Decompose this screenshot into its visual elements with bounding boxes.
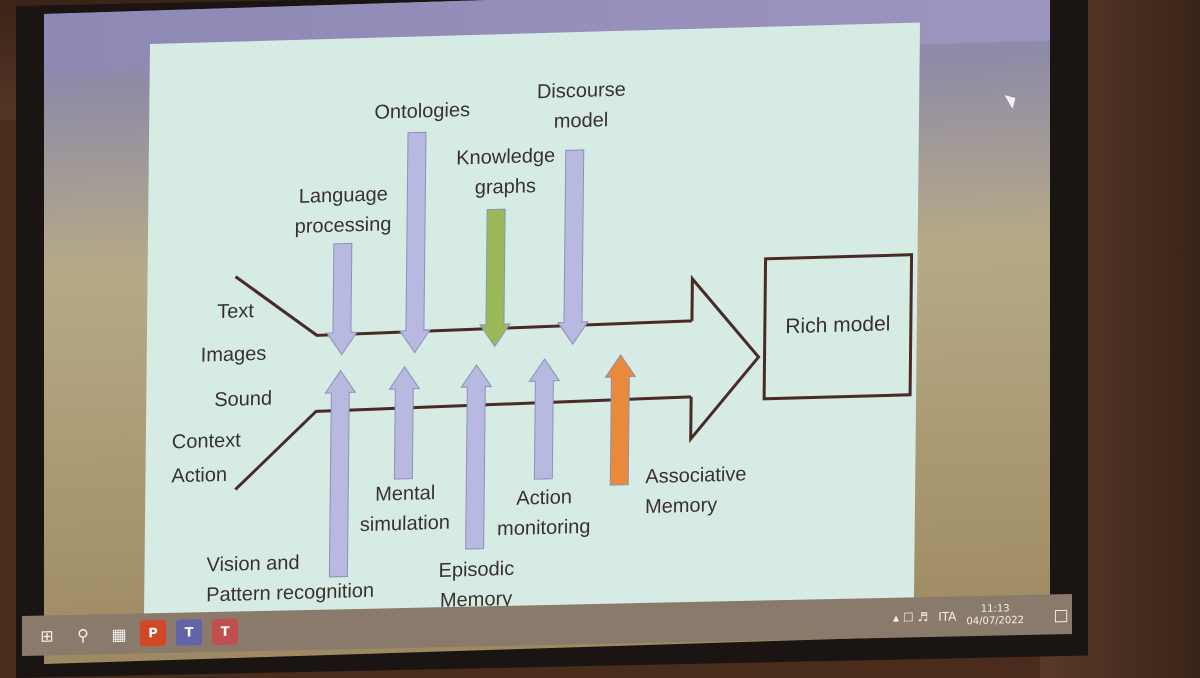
output-label: Rich model (785, 312, 891, 339)
arrow-episodic-memory (460, 363, 493, 550)
input-label-text: Text (217, 300, 254, 324)
input-label-context: Context (171, 429, 241, 454)
arrow-ontologies (398, 131, 431, 354)
top-arrows (325, 131, 589, 356)
main-arrow-head (689, 274, 761, 444)
clock[interactable]: 11:13 04/07/2022 (966, 603, 1024, 628)
search-icon[interactable]: ⚲ (77, 625, 89, 645)
input-label-images: Images (200, 342, 267, 367)
rich-model-box (762, 253, 914, 401)
teams-app-icon[interactable]: T (176, 619, 202, 646)
diagram-svg (234, 131, 914, 578)
arrow-language-processing (325, 242, 358, 356)
task-view-icon[interactable]: ▦ (111, 624, 127, 644)
bottom-arrows (324, 353, 637, 578)
arrow-associative-memory (604, 353, 637, 486)
arrow-mental-simulation (388, 366, 421, 480)
label-ontologies: Ontologies (374, 99, 471, 124)
slide: Text Images Sound Context Action Languag… (143, 22, 921, 623)
system-tray-icons[interactable]: ▴ ☐ ♬ (893, 610, 929, 625)
arrow-discourse-model (557, 149, 589, 346)
windows-start-icon[interactable]: ⊞ (40, 625, 54, 646)
arrow-vision-pattern (324, 369, 357, 578)
clock-date: 04/07/2022 (966, 615, 1024, 628)
pinned-app-icon[interactable]: T (212, 618, 238, 646)
powerpoint-app-icon[interactable]: P (140, 619, 166, 647)
language-indicator[interactable]: ITA (938, 609, 957, 624)
input-label-sound: Sound (214, 387, 273, 412)
input-label-action: Action (171, 463, 228, 488)
main-arrow-top-line (234, 275, 692, 337)
arrow-knowledge-graphs (479, 208, 511, 348)
notification-icon[interactable]: □ (1053, 604, 1069, 624)
main-arrow-bottom-line (234, 395, 692, 491)
arrow-action-monitoring (528, 358, 561, 480)
